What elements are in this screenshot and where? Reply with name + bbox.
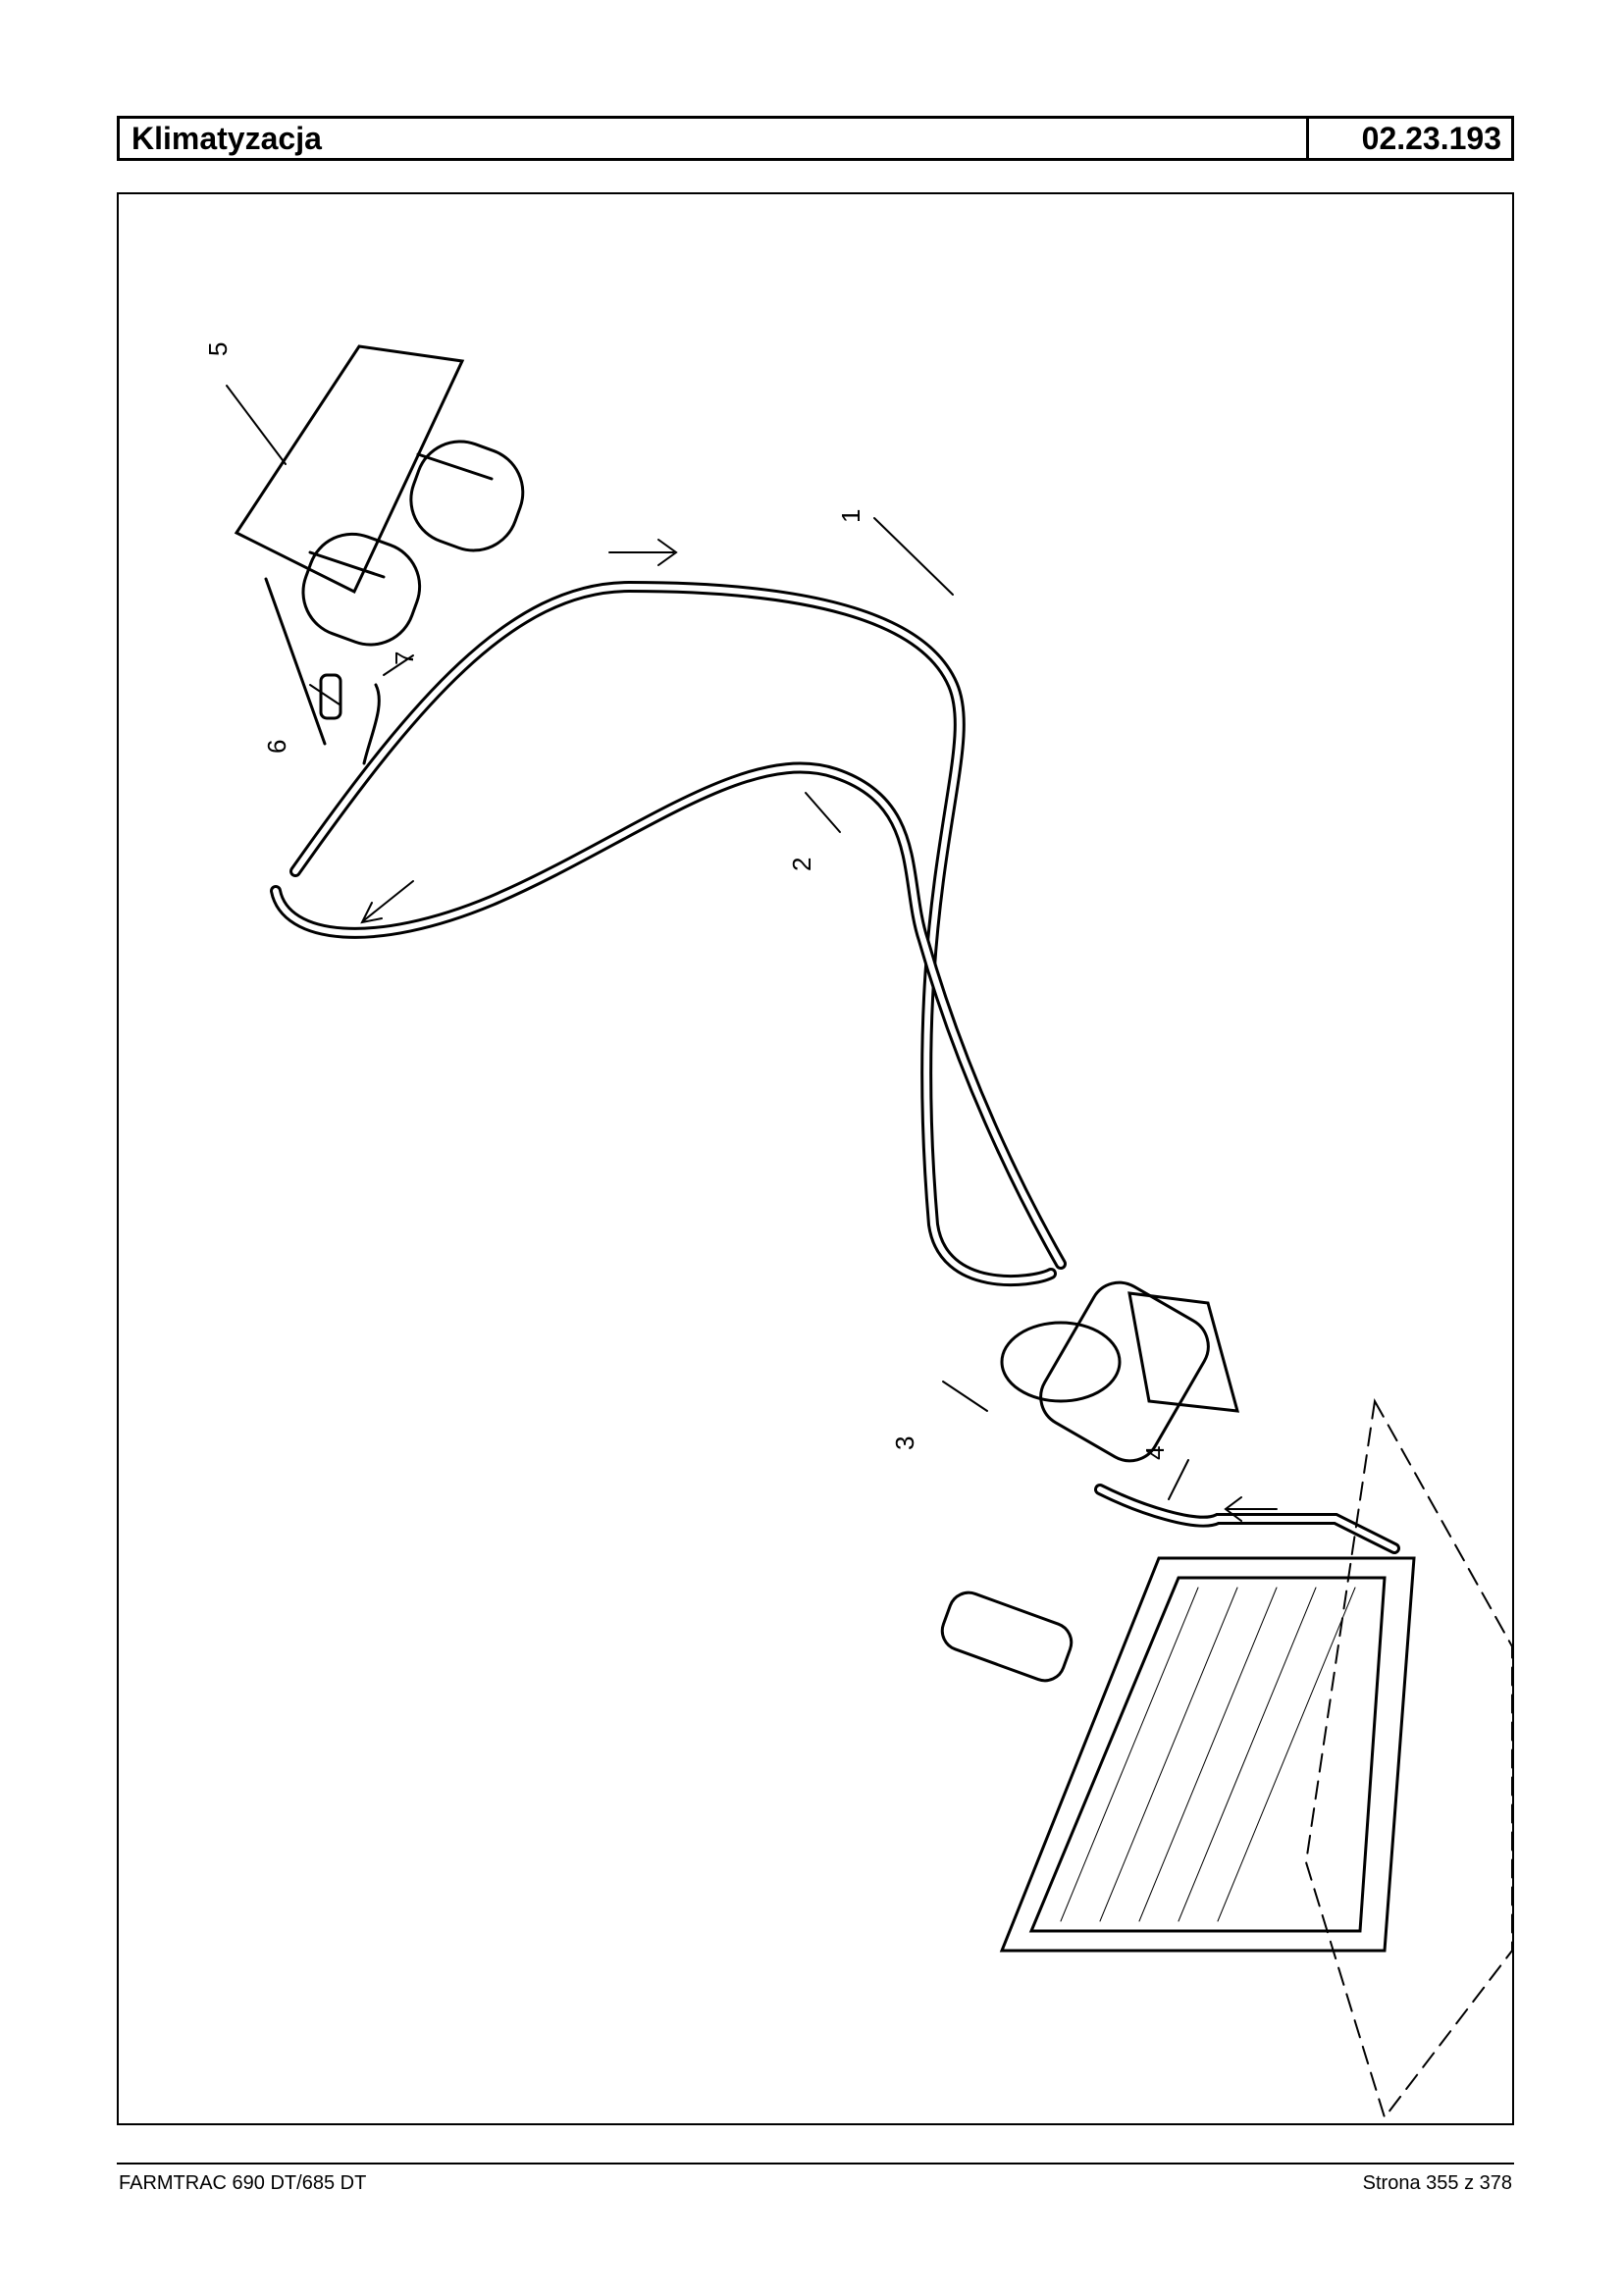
fittings (264, 577, 381, 765)
callout-5: 5 (203, 342, 233, 356)
section-code: 02.23.193 (1306, 119, 1511, 158)
callout-1: 1 (836, 509, 865, 523)
footer-page-number: Strona 355 z 378 (1362, 2172, 1512, 2194)
callout-2: 2 (787, 858, 816, 871)
mounting-panel (1304, 1397, 1512, 2120)
callout-7: 7 (390, 652, 419, 665)
compressor (1000, 1280, 1240, 1463)
callout-4: 4 (1140, 1446, 1170, 1460)
evaporator-unit (234, 344, 525, 647)
hose-1 (289, 580, 1057, 1287)
air-conditioning-exploded-diagram: 1 2 3 4 5 6 7 (203, 342, 1512, 2120)
diagram-frame: 1 2 3 4 5 6 7 (117, 192, 1514, 2125)
callout-3: 3 (890, 1436, 919, 1450)
footer-model: FARMTRAC 690 DT/685 DT (119, 2172, 367, 2194)
condenser (940, 1556, 1416, 1953)
callout-6: 6 (262, 740, 291, 754)
footer-divider (117, 2163, 1514, 2165)
page-header: Klimatyzacja 02.23.193 (117, 116, 1514, 161)
page-title: Klimatyzacja (131, 121, 322, 156)
